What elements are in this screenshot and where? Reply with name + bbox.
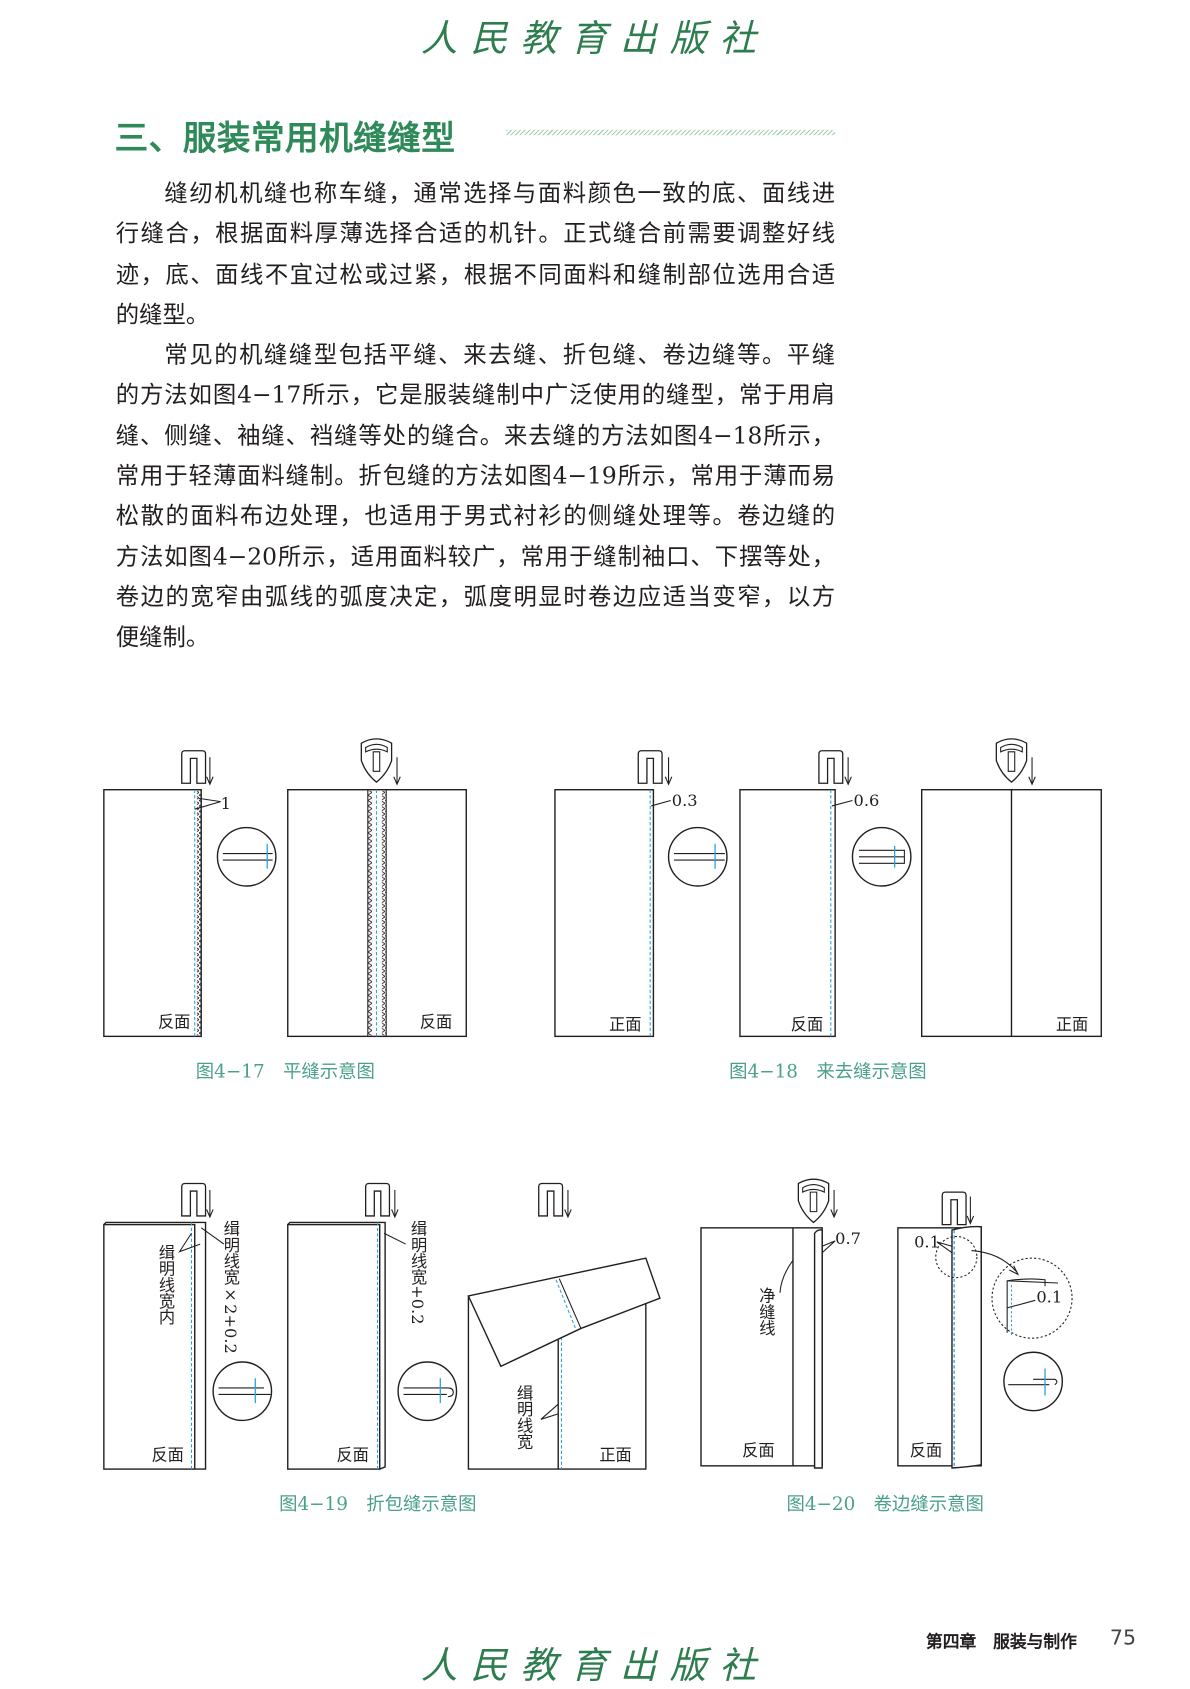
arrow-down-icon <box>830 1189 839 1218</box>
text-line: 迹，底、面线不宜过松或过紧，根据不同面料和缝制部位选用合适 <box>115 261 836 289</box>
presser-foot-icon <box>637 750 663 784</box>
arrow-down-icon <box>563 1189 572 1218</box>
title-decorative-rule <box>506 129 836 136</box>
side-label: 反面 <box>742 1441 774 1460</box>
arrow-down-icon <box>205 1189 214 1218</box>
presser-foot-icon <box>181 750 207 784</box>
vertical-label: 缉明线宽×2+0.2 <box>221 1220 240 1354</box>
arrow-down-icon <box>205 756 214 786</box>
overlock-foot-icon <box>360 738 393 783</box>
arrow-down-icon <box>390 1189 399 1218</box>
text-line: 行缝合，根据面料厚薄选择合适的机针。正式缝合前需要调整好线 <box>115 221 836 249</box>
fabric-panel <box>103 1223 196 1470</box>
text-line: 缝纫机机缝也称车缝，通常选择与面料颜色一致的底、面线进 <box>164 180 836 208</box>
side-label: 反面 <box>910 1441 942 1460</box>
side-label: 正面 <box>1056 1015 1088 1034</box>
text-line: 松散的面料布边处理，也适用于男式衬衫的侧缝处理等。卷边缝的 <box>115 503 836 531</box>
dimension-label: 0.1 <box>914 1232 940 1251</box>
publisher-logo-bottom: 人民教育出版社 <box>420 1644 770 1688</box>
vertical-label: 缉明线宽 <box>514 1385 533 1451</box>
detail-zoom-circle <box>991 1257 1073 1339</box>
arrow-down-icon <box>844 756 853 786</box>
vertical-label: 缉明线宽+0.2 <box>408 1220 427 1324</box>
dimension-label: 0.1 <box>1036 1287 1062 1306</box>
text-line: 的方法如图4−17所示，它是服装缝制中广泛使用的缝型，常于用肩 <box>115 382 836 410</box>
fabric-panel <box>554 789 655 1038</box>
arrow-down-icon <box>1028 756 1036 786</box>
fabric-panel <box>739 789 836 1038</box>
side-label: 正面 <box>609 1015 641 1034</box>
overlock-foot-icon <box>797 1178 830 1224</box>
dimension-label: 1 <box>221 794 231 813</box>
chapter-footer: 第四章 服装与制作 <box>926 1632 1077 1652</box>
fabric-panel <box>467 1292 647 1470</box>
text-line: 缝、侧缝、袖缝、裆缝等处的缝合。来去缝的方法如图4−18所示， <box>115 422 836 450</box>
arrow-down-icon <box>664 756 673 786</box>
side-label: 反面 <box>151 1445 183 1464</box>
dimension-label: 0.6 <box>854 791 880 810</box>
side-label: 反面 <box>791 1015 823 1034</box>
section-title: 三、服装常用机缝缝型 <box>114 118 456 158</box>
presser-foot-icon <box>181 1182 207 1217</box>
fabric-panel <box>287 1223 381 1470</box>
cross-section-circle <box>216 826 277 887</box>
figure-4-18 <box>554 738 1102 1038</box>
cross-section-circle <box>1003 1351 1064 1412</box>
dimension-label: 0.7 <box>835 1229 861 1248</box>
overlock-foot-icon <box>995 738 1028 783</box>
publisher-logo-top: 人民教育出版社 <box>420 17 770 61</box>
detail-marker-circle <box>935 1235 978 1279</box>
vertical-label: 净缝线 <box>756 1287 775 1336</box>
side-label: 反面 <box>336 1445 368 1464</box>
presser-foot-icon <box>538 1182 564 1217</box>
cross-section-circle <box>667 826 728 887</box>
cross-section-circle <box>397 1361 458 1422</box>
text-line: 的缝型。 <box>115 301 210 329</box>
figure-caption: 图4−19 折包缝示意图 <box>279 1494 476 1515</box>
cross-section-circle <box>212 1361 273 1422</box>
figure-4-19 <box>103 1182 661 1470</box>
fabric-panel <box>103 789 202 1038</box>
vertical-label: 缉明线宽内 <box>156 1244 175 1326</box>
text-line: 卷边的宽窄由弧线的弧度决定，弧度明显时卷边应适当变窄，以方 <box>115 584 836 612</box>
folded-flap <box>467 1257 661 1368</box>
text-line: 常见的机缝缝型包括平缝、来去缝、折包缝、卷边缝等。平缝 <box>164 342 836 370</box>
figure-caption: 图4−20 卷边缝示意图 <box>786 1494 983 1515</box>
cross-section-circle <box>851 826 912 887</box>
side-label: 反面 <box>420 1013 452 1032</box>
presser-foot-icon <box>364 1182 391 1217</box>
arrow-down-icon <box>393 756 401 786</box>
dimension-label: 0.3 <box>672 791 698 810</box>
figure-4-20 <box>700 1178 1073 1469</box>
presser-foot-icon <box>818 750 844 784</box>
fabric-panel <box>700 1227 823 1467</box>
side-label: 正面 <box>599 1445 631 1464</box>
side-label: 反面 <box>158 1013 190 1032</box>
body-text: 缝纫机机缝也称车缝，通常选择与面料颜色一致的底、面线进 行缝合，根据面料厚薄选择… <box>116 174 835 658</box>
overlock-edge <box>196 790 202 1036</box>
page-number: 75 <box>1109 1625 1137 1650</box>
figure-caption: 图4−18 来去缝示意图 <box>729 1061 926 1082</box>
fabric-panel <box>287 789 467 1038</box>
text-line: 便缝制。 <box>115 624 210 652</box>
figure-caption: 图4−17 平缝示意图 <box>196 1061 375 1082</box>
arrow-down-icon <box>966 1195 975 1225</box>
presser-foot-icon <box>941 1191 967 1226</box>
text-line: 方法如图4−20所示，适用面料较广，常用于缝制袖口、下摆等处， <box>115 543 836 571</box>
figure-4-17 <box>103 738 467 1038</box>
text-line: 常用于轻薄面料缝制。折包缝的方法如图4−19所示，常用于薄而易 <box>115 463 836 491</box>
